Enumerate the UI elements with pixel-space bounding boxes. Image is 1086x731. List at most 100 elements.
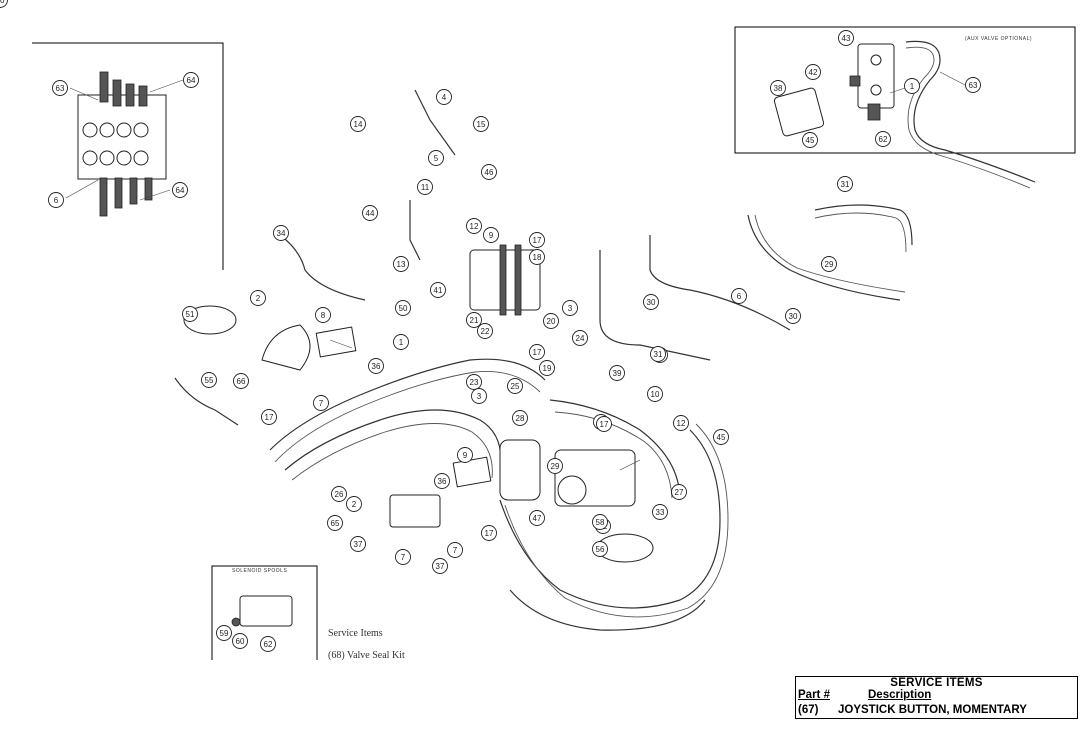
callout-59: 59 bbox=[216, 625, 232, 641]
callout-55: 55 bbox=[201, 372, 217, 388]
callout-circle bbox=[802, 132, 818, 148]
leader-lines bbox=[65, 71, 966, 471]
callout-38: 38 bbox=[770, 80, 786, 96]
callout-circle bbox=[260, 636, 276, 652]
callout-37: 37 bbox=[350, 536, 366, 552]
callout-label: 45 bbox=[806, 136, 815, 145]
callout-circle bbox=[673, 415, 689, 431]
callout-27: 27 bbox=[671, 484, 687, 500]
callout-label: 21 bbox=[470, 316, 479, 325]
callout-label: 4 bbox=[442, 93, 447, 102]
callout-41: 41 bbox=[430, 282, 446, 298]
callout-65: 65 bbox=[327, 515, 343, 531]
callout-label: 17 bbox=[485, 529, 494, 538]
callout-label: 34 bbox=[277, 229, 286, 238]
callout-6: 6 bbox=[731, 288, 747, 304]
callout-label: 9 bbox=[489, 231, 494, 240]
callout-circle bbox=[713, 429, 729, 445]
callout-1: 1 bbox=[904, 78, 920, 94]
callout-34: 34 bbox=[273, 225, 289, 241]
callout-circle bbox=[48, 192, 64, 208]
callout-label: 38 bbox=[774, 84, 783, 93]
callout-label: 3 bbox=[477, 392, 482, 401]
callout-circle bbox=[216, 625, 232, 641]
callout-label: 12 bbox=[677, 419, 686, 428]
callout-33: 33 bbox=[652, 504, 668, 520]
callout-circle bbox=[201, 372, 217, 388]
callout-label: 11 bbox=[421, 183, 430, 192]
callout-label: 29 bbox=[551, 462, 560, 471]
callout-circle bbox=[434, 473, 450, 489]
callout-circle bbox=[182, 306, 198, 322]
callout-circle bbox=[466, 218, 482, 234]
callout-label: 65 bbox=[331, 519, 340, 528]
callout-30: 30 bbox=[643, 294, 659, 310]
callout-circle bbox=[350, 536, 366, 552]
callout-label: 29 bbox=[825, 260, 834, 269]
callout-label: 26 bbox=[335, 490, 344, 499]
callout-circle bbox=[529, 510, 545, 526]
callout-17: 17 bbox=[261, 409, 277, 425]
callout-label: 19 bbox=[543, 364, 552, 373]
callout-circle bbox=[572, 330, 588, 346]
callout-label: 45 bbox=[717, 433, 726, 442]
callout-label: 39 bbox=[613, 369, 622, 378]
callout-60: 60 bbox=[232, 633, 248, 649]
callout-circle bbox=[592, 541, 608, 557]
callout-2: 2 bbox=[346, 496, 362, 512]
service-table-row-part: (67) bbox=[798, 704, 819, 716]
callout-2: 2 bbox=[250, 290, 266, 306]
callout-label: 3 bbox=[568, 304, 573, 313]
callout-64: 64 bbox=[172, 182, 188, 198]
callout-circle bbox=[395, 300, 411, 316]
callout-circle bbox=[261, 409, 277, 425]
callout-label: 56 bbox=[596, 545, 605, 554]
callout-label: 58 bbox=[596, 518, 605, 527]
callout-circle bbox=[273, 225, 289, 241]
callout-12: 12 bbox=[466, 218, 482, 234]
callout-37: 37 bbox=[432, 558, 448, 574]
callout-circle bbox=[529, 249, 545, 265]
callout-label: 17 bbox=[533, 348, 542, 357]
callout-circle bbox=[346, 496, 362, 512]
callout-15: 15 bbox=[473, 116, 489, 132]
callout-circle bbox=[875, 131, 891, 147]
callout-circle bbox=[466, 312, 482, 328]
callout-17: 17 bbox=[481, 525, 497, 541]
callout-label: 12 bbox=[470, 222, 479, 231]
callout-23: 23 bbox=[466, 374, 482, 390]
callout-label: 9 bbox=[463, 451, 468, 460]
callout-44: 44 bbox=[362, 205, 378, 221]
callout-circle bbox=[652, 504, 668, 520]
callout-13: 13 bbox=[393, 256, 409, 272]
callout-28: 28 bbox=[512, 410, 528, 426]
callout-19: 19 bbox=[539, 360, 555, 376]
callout-circle bbox=[547, 458, 563, 474]
callout-circle bbox=[671, 484, 687, 500]
callout-circle bbox=[393, 334, 409, 350]
aux-valve-caption: (AUX VALVE OPTIONAL) bbox=[965, 36, 1032, 42]
callout-circle bbox=[315, 307, 331, 323]
callout-circle bbox=[233, 373, 249, 389]
callout-11: 11 bbox=[417, 179, 433, 195]
callout-label: 55 bbox=[205, 376, 214, 385]
callout-circle bbox=[609, 365, 625, 381]
service-note-title: Service Items bbox=[328, 628, 383, 639]
callout-label: 47 bbox=[533, 514, 542, 523]
callout-24: 24 bbox=[572, 330, 588, 346]
callout-circle bbox=[965, 77, 981, 93]
callout-3: 3 bbox=[562, 300, 578, 316]
callout-circle bbox=[457, 447, 473, 463]
callout-label: 41 bbox=[434, 286, 443, 295]
callout-45: 45 bbox=[713, 429, 729, 445]
callout-circle bbox=[481, 164, 497, 180]
callout-label: 37 bbox=[436, 562, 445, 571]
callout-circle bbox=[483, 227, 499, 243]
callout-39: 39 bbox=[609, 365, 625, 381]
callout-40: 40 bbox=[0, 0, 8, 8]
callout-51: 51 bbox=[182, 306, 198, 322]
callout-label: 1 bbox=[399, 338, 404, 347]
callout-62: 62 bbox=[875, 131, 891, 147]
callout-label: 2 bbox=[352, 500, 357, 509]
